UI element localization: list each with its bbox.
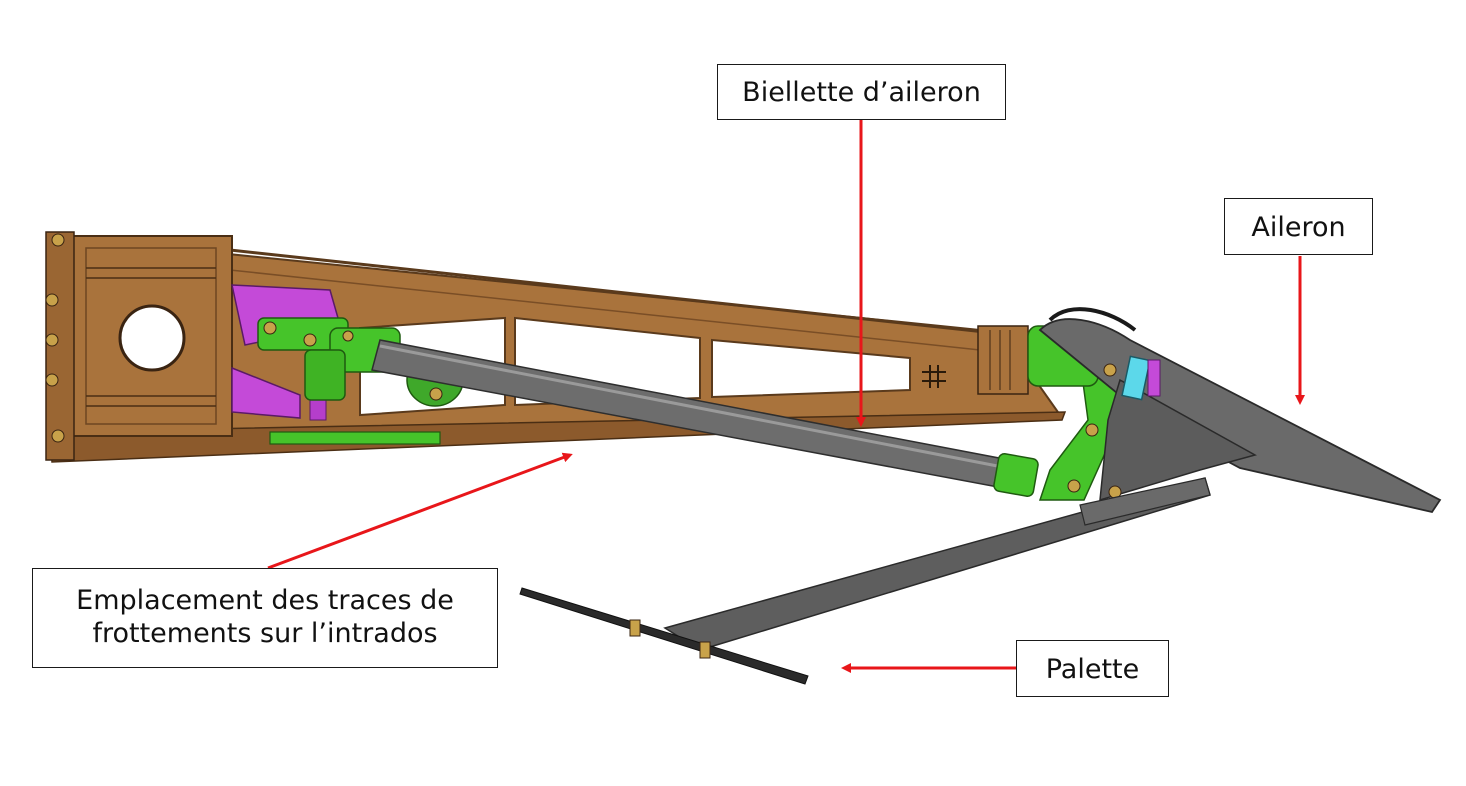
label-palette: Palette bbox=[1016, 640, 1169, 697]
arrow-emplacement bbox=[267, 452, 573, 570]
label-aileron-text: Aileron bbox=[1251, 212, 1346, 243]
label-emplacement: Emplacement des traces de frottements su… bbox=[32, 568, 498, 668]
label-biellette: Biellette d’aileron bbox=[717, 64, 1006, 120]
label-palette-text: Palette bbox=[1045, 654, 1140, 685]
aileron-rod bbox=[371, 339, 1039, 497]
palette-assembly bbox=[519, 477, 1211, 685]
label-emplacement-line2: frottements sur l’intrados bbox=[92, 618, 438, 649]
frame-structure bbox=[45, 231, 1067, 463]
annotation-arrows bbox=[267, 120, 1305, 673]
label-emplacement-line1: Emplacement des traces de bbox=[76, 585, 454, 616]
label-biellette-text: Biellette d’aileron bbox=[742, 77, 981, 108]
aileron-assembly bbox=[1027, 307, 1442, 514]
label-aileron: Aileron bbox=[1224, 198, 1373, 255]
